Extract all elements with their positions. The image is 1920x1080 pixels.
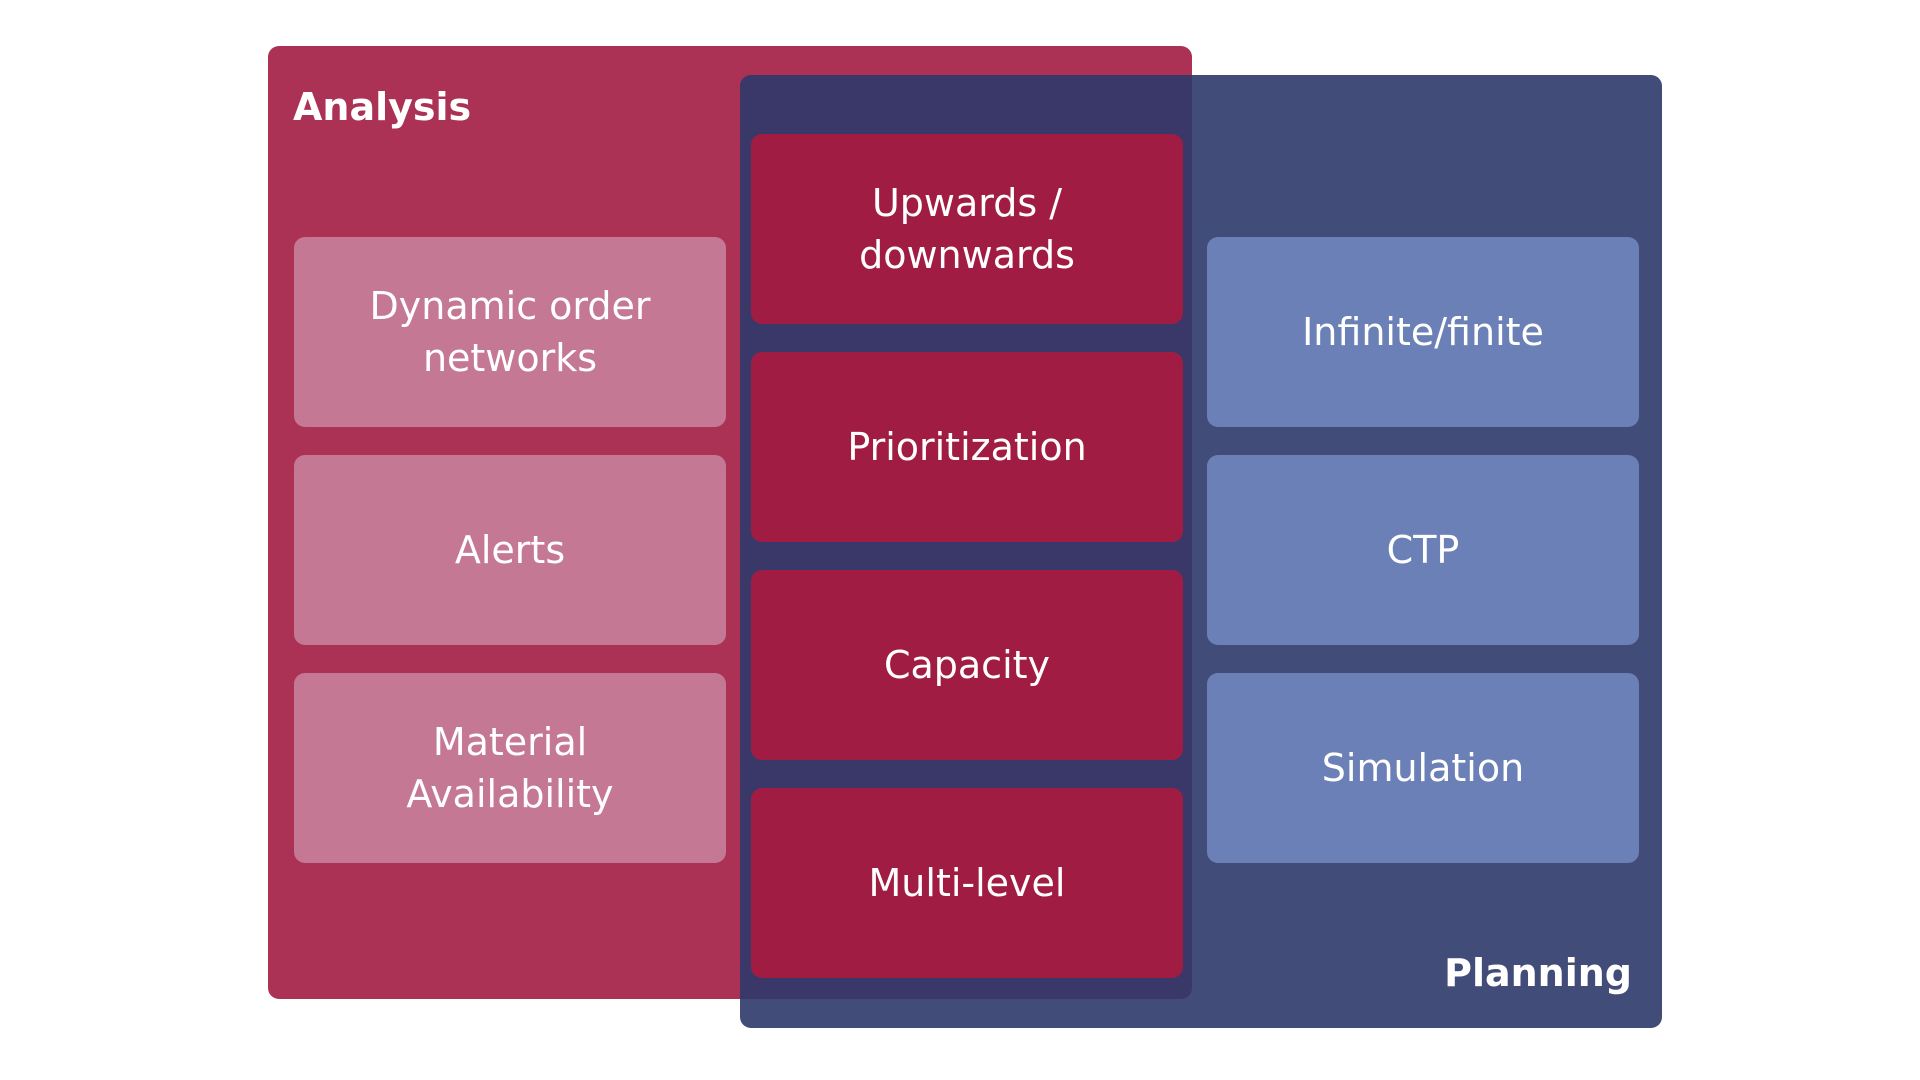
analysis-title: Analysis [293, 85, 472, 129]
shared-box-capacity: Capacity [751, 570, 1183, 760]
shared-box-upwards-downwards: Upwards / downwards [751, 134, 1183, 324]
box-label: Infinite/finite [1302, 310, 1544, 354]
box-label: Capacity [883, 643, 1051, 687]
box-label: Material Availability [406, 720, 614, 816]
box-label: Prioritization [847, 425, 1087, 469]
analysis-box-alerts: Alerts [294, 455, 726, 645]
planning-box-simulation: Simulation [1207, 673, 1639, 863]
shared-box-prioritization: Prioritization [751, 352, 1183, 542]
box-label: Alerts [454, 528, 566, 572]
planning-box-ctp: CTP [1207, 455, 1639, 645]
analysis-box-material-availability: Material Availability [294, 673, 726, 863]
shared-box-multi-level: Multi-level [751, 788, 1183, 978]
planning-box-infinite-finite: Infinite/finite [1207, 237, 1639, 427]
box-label: Simulation [1321, 746, 1525, 790]
box-label: Dynamic order networks [369, 284, 651, 380]
box-label: CTP [1386, 528, 1460, 572]
analysis-box-dynamic-order-networks: Dynamic order networks [294, 237, 726, 427]
box-label: Multi-level [868, 861, 1066, 905]
planning-title: Planning [1444, 951, 1632, 995]
box-label: Upwards / downwards [859, 181, 1075, 277]
